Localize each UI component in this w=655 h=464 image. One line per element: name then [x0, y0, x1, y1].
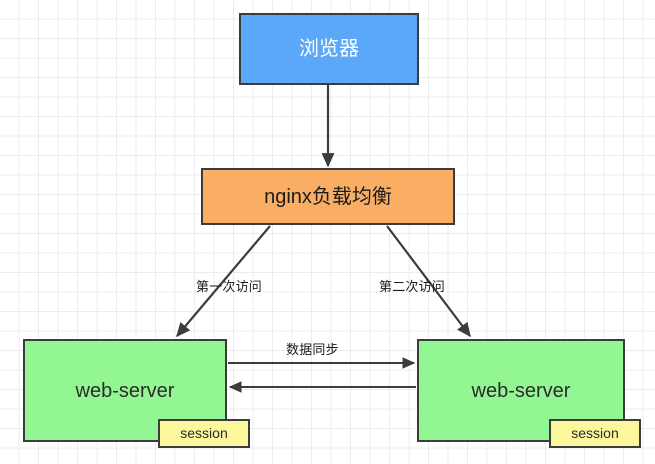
- node-nginx-load-balancer[interactable]: nginx负载均衡: [201, 168, 455, 225]
- edge-label-second-visit: 第二次访问: [379, 279, 446, 294]
- edge-label-first-visit: 第一次访问: [196, 279, 263, 294]
- node-browser[interactable]: 浏览器: [239, 13, 419, 85]
- edge-label-data-sync: 数据同步: [286, 342, 339, 357]
- node-session-left[interactable]: session: [158, 419, 250, 448]
- node-session-right[interactable]: session: [549, 419, 641, 448]
